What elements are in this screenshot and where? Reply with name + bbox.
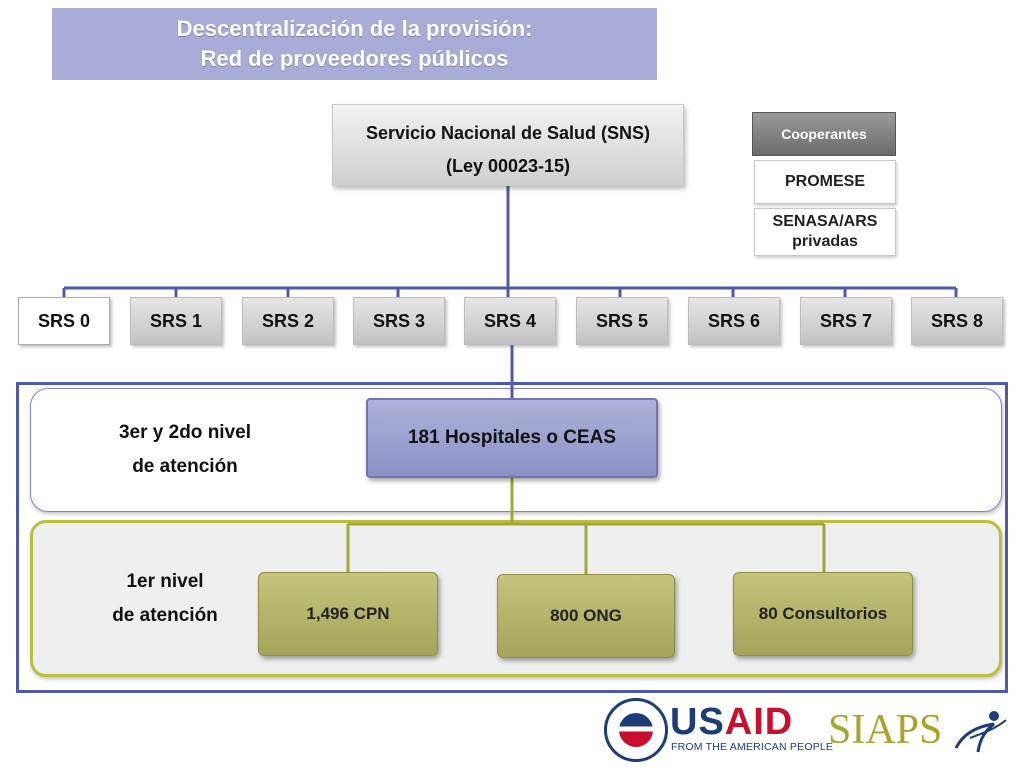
title-line-1: Descentralización de la provisión: — [176, 16, 533, 41]
upper-level-label-line2: de atención — [132, 456, 238, 477]
cooperante-promese: PROMESE — [754, 160, 896, 204]
sns-box: Servicio Nacional de Salud (SNS) (Ley 00… — [332, 104, 684, 186]
ong-box: 800 ONG — [497, 574, 675, 658]
cpn-box: 1,496 CPN — [258, 572, 438, 656]
primary-level-label: 1er nivel de atención — [90, 565, 240, 633]
consultorios-box: 80 Consultorios — [733, 572, 913, 656]
usaid-tagline: FROM THE AMERICAN PEOPLE — [671, 741, 834, 753]
srs-box-6: SRS 6 — [688, 297, 780, 345]
usaid-seal-icon — [604, 698, 668, 762]
srs-box-2: SRS 2 — [242, 297, 334, 345]
sns-name: Servicio Nacional de Salud (SNS) — [365, 123, 651, 143]
srs-box-4: SRS 4 — [464, 297, 556, 345]
siaps-figure-icon — [954, 711, 1007, 753]
hospitals-box: 181 Hospitales o CEAS — [366, 398, 658, 478]
cooperantes-header: Cooperantes — [752, 112, 896, 156]
upper-level-label: 3er y 2do nivel de atención — [90, 416, 280, 484]
usaid-logo-us: US — [670, 701, 725, 743]
srs-box-8: SRS 8 — [911, 297, 1003, 345]
cooperante-senasa: SENASA/ARS privadas — [754, 208, 896, 256]
srs-box-3: SRS 3 — [353, 297, 445, 345]
srs-box-0: SRS 0 — [18, 297, 110, 345]
usaid-seal-shield-icon — [619, 713, 653, 747]
slide-title: Descentralización de la provisión: Red d… — [52, 8, 657, 80]
primary-level-label-line1: 1er nivel — [126, 571, 204, 592]
sns-law: (Ley 00023-15) — [445, 156, 571, 176]
srs-box-5: SRS 5 — [576, 297, 668, 345]
upper-level-label-line1: 3er y 2do nivel — [118, 422, 251, 443]
usaid-logo-aid: AID — [724, 701, 794, 743]
siaps-logo: SIAPS — [828, 707, 943, 753]
srs-box-1: SRS 1 — [130, 297, 222, 345]
usaid-logo: USAID — [670, 702, 793, 742]
title-line-2: Red de proveedores públicos — [200, 46, 509, 71]
primary-level-label-line2: de atención — [112, 605, 218, 626]
srs-box-7: SRS 7 — [800, 297, 892, 345]
